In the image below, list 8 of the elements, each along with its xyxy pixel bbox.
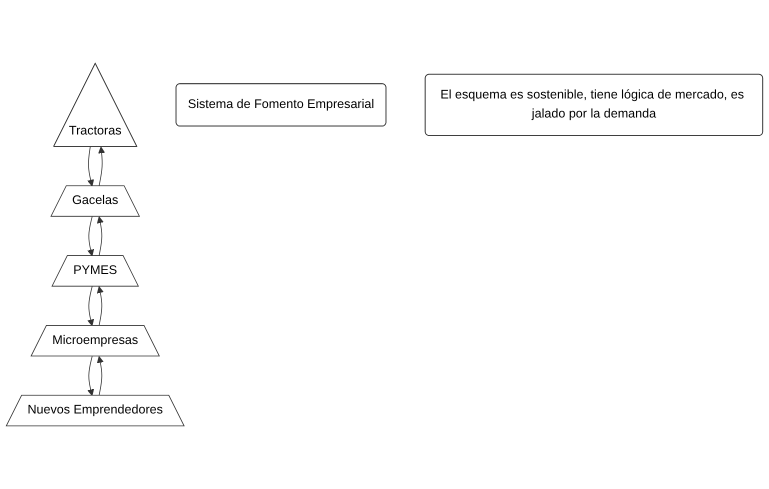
arrow (96, 356, 104, 396)
arrow (96, 216, 104, 256)
arrow (87, 356, 94, 396)
arrow (87, 216, 94, 256)
arrow (98, 146, 106, 186)
arrow (87, 286, 94, 326)
arrow (87, 146, 94, 186)
arrow (96, 286, 104, 326)
